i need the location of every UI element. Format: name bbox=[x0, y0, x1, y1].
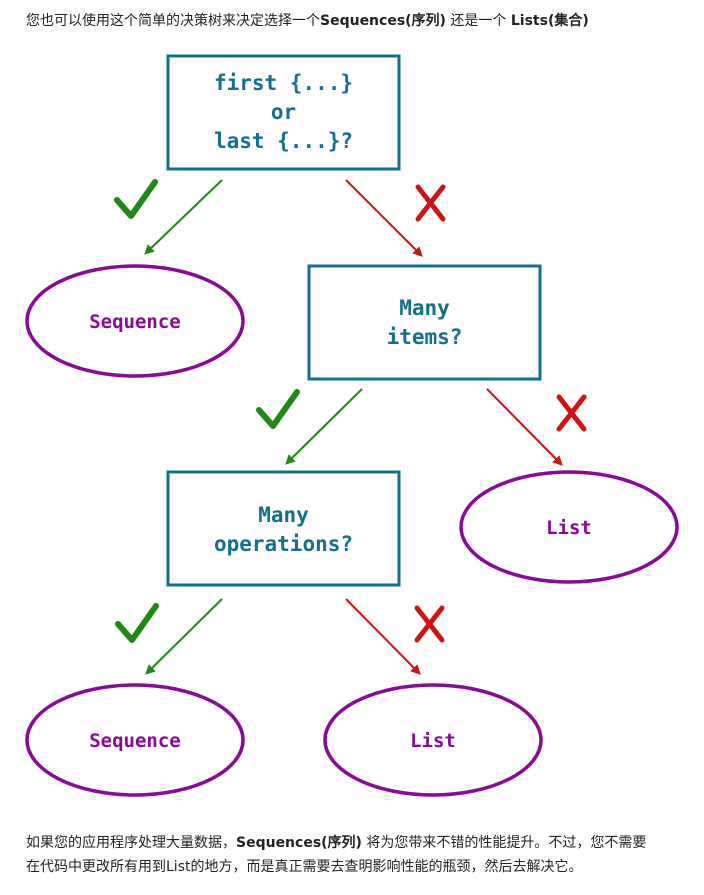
outro-text-start: 如果您的应用程序处理大量数据， bbox=[26, 835, 236, 851]
list-leaf-ellipse bbox=[323, 683, 543, 797]
question-box-first-last bbox=[166, 54, 401, 171]
no-cross-icon bbox=[414, 605, 445, 643]
no-arrow bbox=[345, 179, 423, 257]
no-arrow bbox=[486, 388, 563, 466]
sequence-leaf-label: Sequence bbox=[89, 311, 181, 333]
sequence-leaf-ellipse bbox=[25, 683, 245, 797]
no-arrow bbox=[345, 598, 421, 675]
yes-check-icon bbox=[114, 179, 158, 219]
intro-bold-sequences: Sequences(序列) bbox=[320, 13, 446, 29]
outro-bold-sequences: Sequences(序列) bbox=[236, 835, 362, 851]
question-2-line-1: Many bbox=[399, 296, 450, 320]
no-cross-icon bbox=[415, 184, 446, 222]
yes-arrow bbox=[145, 598, 223, 675]
question-box-many-operations bbox=[166, 470, 401, 587]
intro-paragraph: 您也可以使用这个简单的决策树来决定选择一个Sequences(序列) 还是一个 … bbox=[26, 11, 686, 31]
list-leaf-label: List bbox=[410, 730, 456, 752]
intro-text-middle: 还是一个 bbox=[445, 13, 511, 29]
list-leaf-label: List bbox=[546, 517, 592, 539]
outro-paragraph: 如果您的应用程序处理大量数据，Sequences(序列) 将为您带来不错的性能提… bbox=[26, 831, 691, 879]
sequence-leaf-ellipse bbox=[25, 264, 245, 378]
yes-arrow bbox=[285, 388, 363, 465]
decision-tree-diagram: first {...} or last {...}? Sequence Many… bbox=[25, 54, 679, 797]
question-3-line-1: Many bbox=[258, 503, 309, 527]
yes-check-icon bbox=[115, 603, 159, 643]
question-1-line-3: last {...}? bbox=[214, 129, 353, 153]
yes-check-icon bbox=[256, 389, 300, 429]
sequence-leaf-label: Sequence bbox=[89, 730, 181, 752]
question-2-line-2: items? bbox=[387, 325, 463, 349]
outro-text-after: 将为您带来不错的性能提升。不过，您不需要 bbox=[361, 835, 647, 851]
no-cross-icon bbox=[556, 394, 587, 432]
question-box-many-items bbox=[307, 264, 542, 381]
question-3-line-2: operations? bbox=[214, 532, 353, 556]
intro-bold-lists: Lists(集合) bbox=[510, 13, 589, 29]
intro-text-start: 您也可以使用这个简单的决策树来决定选择一个 bbox=[26, 13, 320, 29]
question-1-line-1: first {...} bbox=[214, 71, 353, 95]
outro-text-line-2: 在代码中更改所有用到List的地方，而是真正需要去查明影响性能的瓶颈，然后去解决… bbox=[26, 859, 583, 875]
question-1-line-2: or bbox=[271, 100, 296, 124]
list-leaf-ellipse bbox=[459, 470, 679, 584]
yes-arrow bbox=[144, 179, 223, 255]
